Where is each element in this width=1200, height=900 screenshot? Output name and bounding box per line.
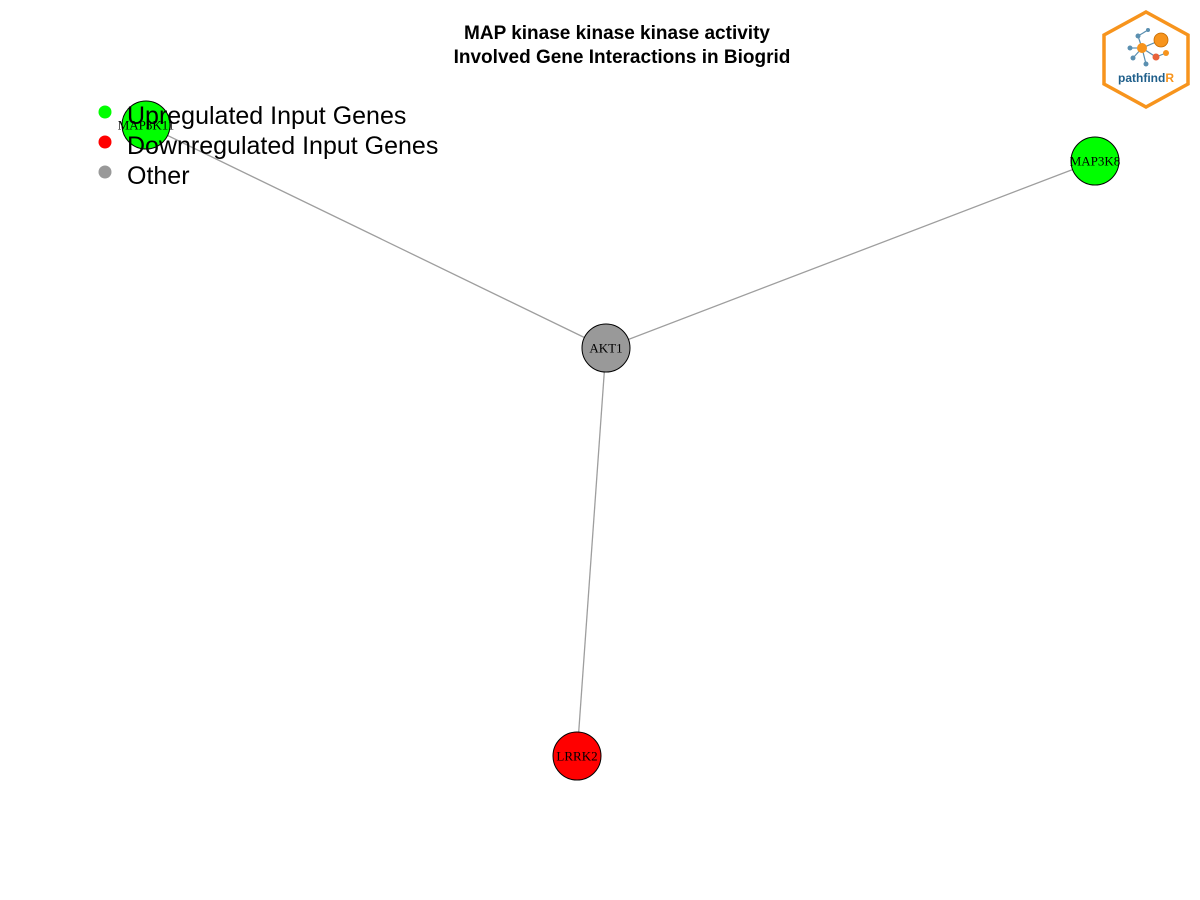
- node-map3k11[interactable]: MAP3K11: [118, 100, 175, 150]
- legend-label-other: Other: [127, 162, 190, 190]
- figure-title-line-2: Involved Gene Interactions in Biogrid: [454, 47, 791, 68]
- node-circle-map3k11[interactable]: [121, 100, 171, 150]
- node-circle-map3k8[interactable]: [1070, 136, 1120, 186]
- node-akt1[interactable]: AKT1: [581, 323, 631, 373]
- logo-hexagon: [1102, 10, 1190, 109]
- node-circle-akt1[interactable]: [581, 323, 631, 373]
- logo-network-icon: [1127, 28, 1169, 67]
- figure-title-line-1: MAP kinase kinase kinase activity: [464, 23, 770, 44]
- legend-label-downregulated: Downregulated Input Genes: [127, 132, 438, 160]
- node-label-akt1: AKT1: [589, 341, 622, 356]
- logo-text: pathfindR: [1118, 71, 1174, 85]
- pathfindr-logo: pathfindR: [1102, 10, 1190, 109]
- edge-akt1-lrrk2: [576, 347, 607, 757]
- edges-layer: [145, 124, 1096, 757]
- node-label-map3k11: MAP3K11: [118, 118, 175, 133]
- edge-akt1-map3k8: [605, 160, 1096, 349]
- node-label-map3k8: MAP3K8: [1070, 154, 1121, 169]
- edge-akt1-map3k11: [145, 124, 607, 349]
- node-lrrk2[interactable]: LRRK2: [552, 731, 602, 781]
- node-map3k8[interactable]: MAP3K8: [1070, 136, 1121, 186]
- node-circle-lrrk2[interactable]: [552, 731, 602, 781]
- legend: Upregulated Input Genes Downregulated In…: [98, 102, 438, 190]
- legend-dot-other: [98, 165, 112, 179]
- legend-dot-downregulated: [98, 135, 112, 149]
- legend-label-upregulated: Upregulated Input Genes: [127, 102, 406, 130]
- legend-dot-upregulated: [98, 105, 112, 119]
- node-label-lrrk2: LRRK2: [556, 749, 597, 764]
